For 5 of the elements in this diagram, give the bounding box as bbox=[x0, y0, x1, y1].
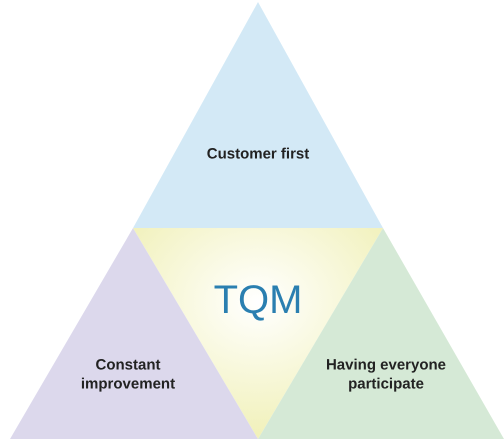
triangle-segment bbox=[133, 2, 383, 228]
segment-label: Having everyone participate bbox=[324, 356, 448, 394]
segment-label: Customer first bbox=[206, 146, 310, 164]
segment-label: Constant improvement bbox=[80, 356, 176, 394]
center-title: TQM bbox=[212, 277, 304, 324]
